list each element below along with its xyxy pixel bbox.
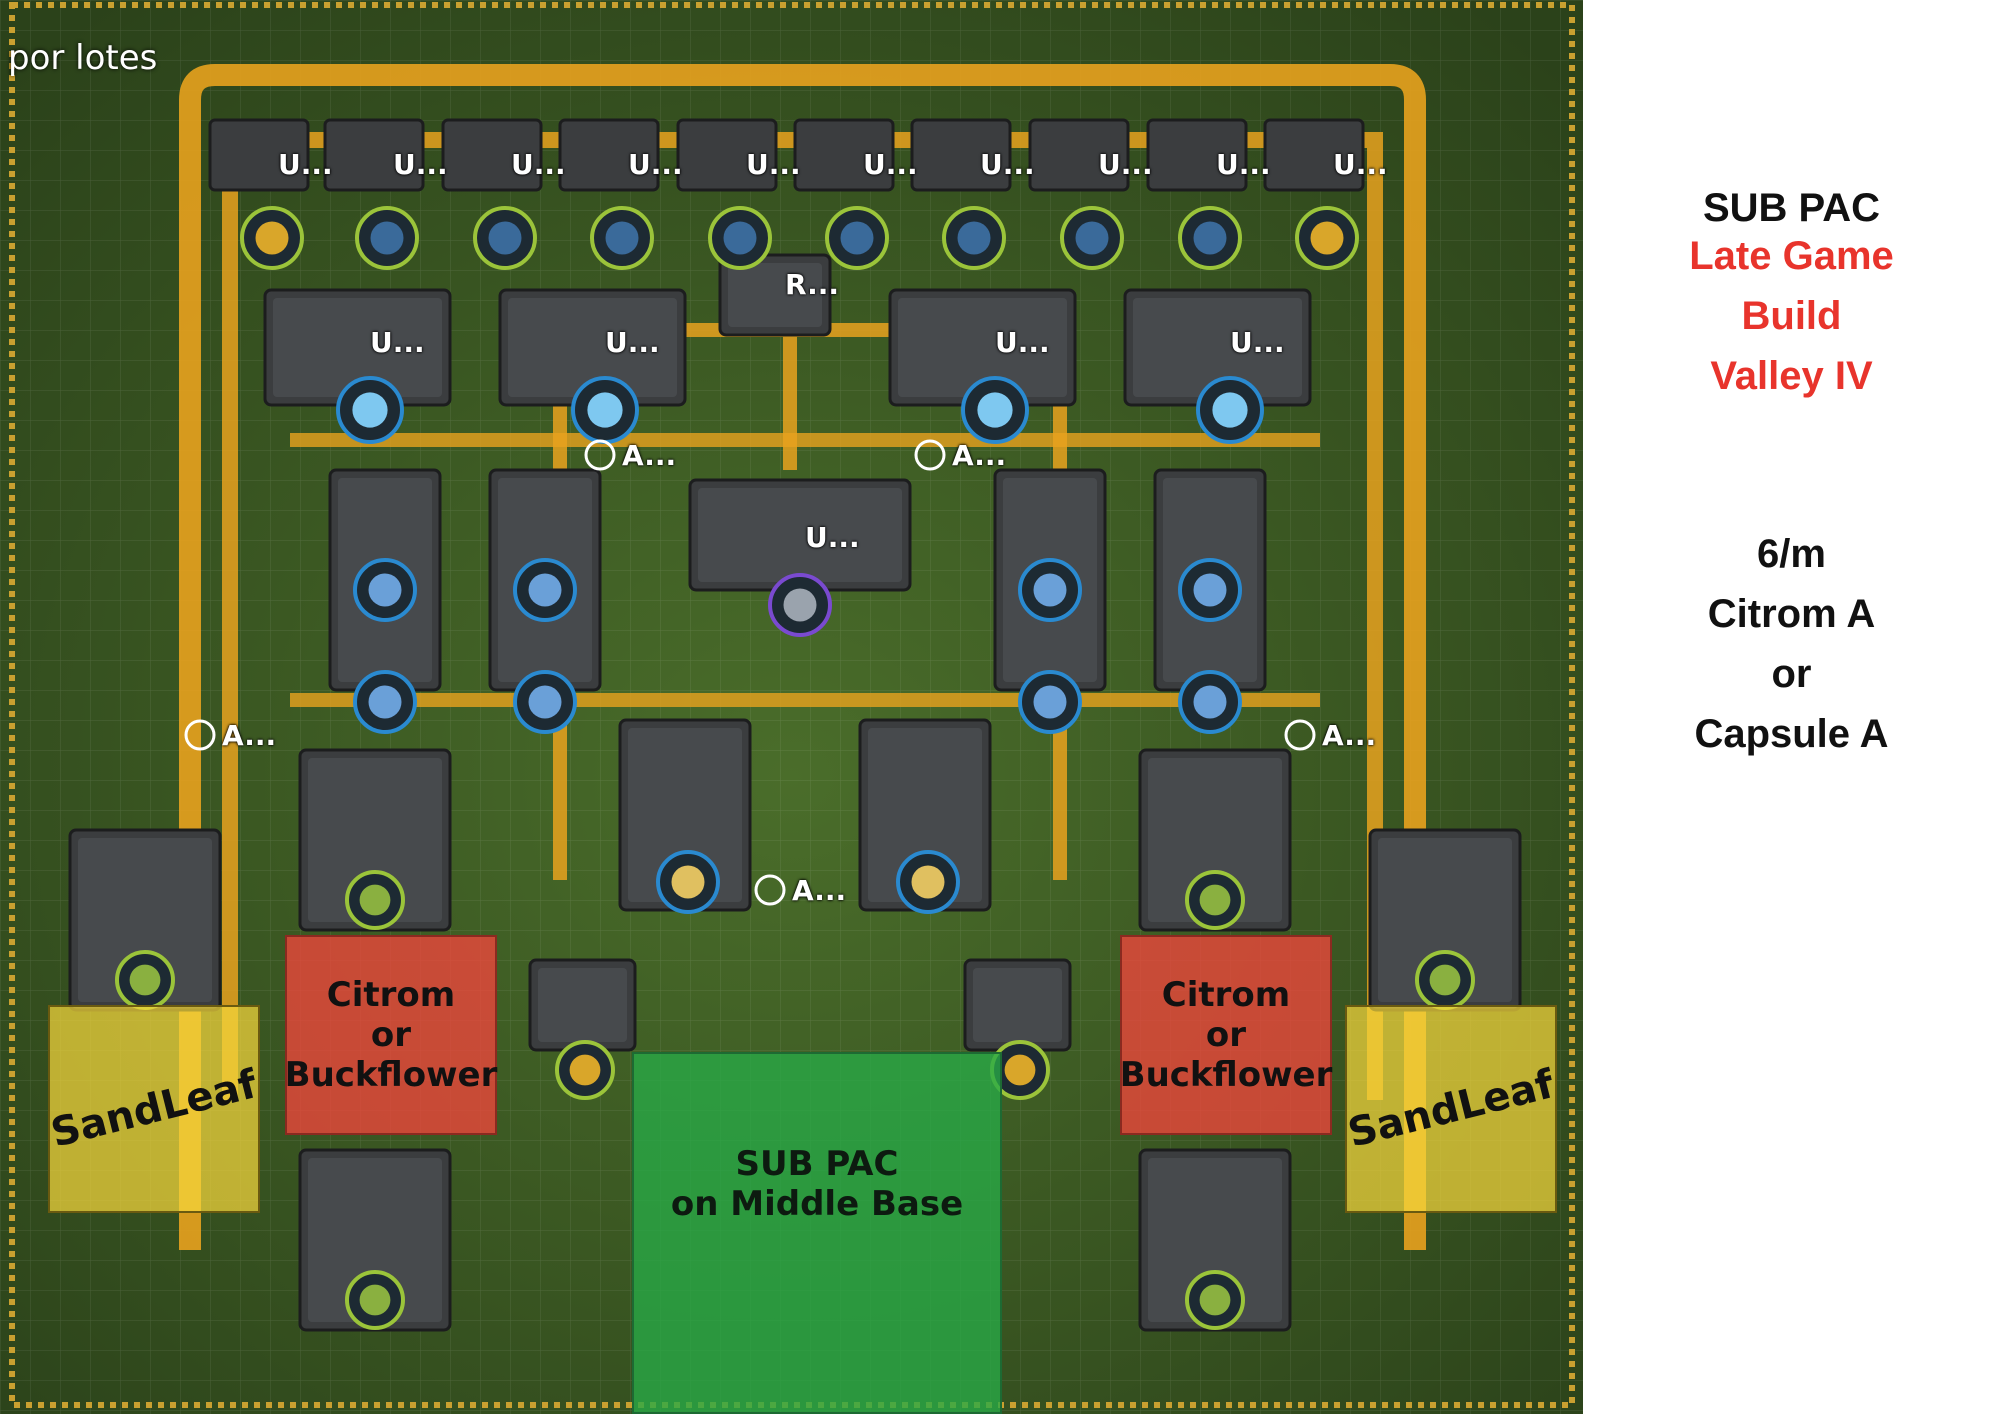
- top-machine-label: U...: [863, 148, 918, 181]
- top-machine[interactable]: [1263, 118, 1365, 192]
- panel-info-line: Citrom A: [1707, 592, 1876, 636]
- center-machine-label: U...: [805, 521, 860, 554]
- antenna-icon[interactable]: [1284, 719, 1316, 751]
- zone-text-line: SUB PAC: [735, 1144, 899, 1184]
- top-machine-label: U...: [1333, 148, 1388, 181]
- panel-info-line: 6/m: [1757, 532, 1826, 576]
- zone-text: SandLeaf: [1343, 1061, 1559, 1157]
- antenna-icon[interactable]: [584, 439, 616, 471]
- top-machine-label: U...: [511, 148, 566, 181]
- left-citrom-zone: Citrom or Buckflower: [285, 935, 497, 1135]
- antenna-icon[interactable]: [914, 439, 946, 471]
- top-machine-label: U...: [278, 148, 333, 181]
- panel-title: SUB PAC: [1702, 186, 1881, 230]
- top-machine-label: U...: [1098, 148, 1153, 181]
- top-machine[interactable]: [676, 118, 778, 192]
- zone-text: SandLeaf: [46, 1061, 262, 1157]
- top-machine-label: U...: [1216, 148, 1271, 181]
- zone-text-line: or: [370, 1015, 412, 1055]
- game-viewport[interactable]: U... U... U... U... U... U... U... U... U... U...…: [0, 0, 1583, 1414]
- press-machine-label: U...: [995, 326, 1050, 359]
- top-machine[interactable]: [910, 118, 1012, 192]
- antenna-label: A...: [222, 719, 277, 752]
- press-machine-label: U...: [370, 326, 425, 359]
- top-machine-label: U...: [393, 148, 448, 181]
- top-machine[interactable]: [441, 118, 543, 192]
- refiner-label: R...: [785, 268, 839, 301]
- top-machine-label: U...: [628, 148, 683, 181]
- top-machine[interactable]: [1028, 118, 1130, 192]
- press-machine-label: U...: [605, 326, 660, 359]
- panel-subtitle-line: Late Game: [1689, 234, 1894, 278]
- top-machine[interactable]: [558, 118, 660, 192]
- top-machine-label: U...: [980, 148, 1035, 181]
- zone-text-line: on Middle Base: [670, 1184, 964, 1224]
- panel-subtitle-line: Build: [1741, 294, 1842, 338]
- right-citrom-zone: Citrom or Buckflower: [1120, 935, 1332, 1135]
- zone-text-line: Buckflower: [1119, 1055, 1333, 1095]
- top-machine[interactable]: [793, 118, 895, 192]
- batch-label: por lotes: [8, 38, 158, 78]
- factory-map[interactable]: [0, 0, 1583, 1414]
- top-machine[interactable]: [323, 118, 425, 192]
- antenna-label: A...: [1322, 719, 1377, 752]
- top-machine-label: U...: [746, 148, 801, 181]
- zone-text-line: Citrom: [326, 975, 456, 1015]
- antenna-label: A...: [622, 439, 677, 472]
- zone-text-line: or: [1205, 1015, 1247, 1055]
- zone-text-line: Citrom: [1161, 975, 1291, 1015]
- antenna-icon[interactable]: [184, 719, 216, 751]
- antenna-label: A...: [952, 439, 1007, 472]
- antenna-icon[interactable]: [754, 874, 786, 906]
- panel-subtitle-line: Valley IV: [1710, 354, 1873, 398]
- info-panel: SUB PAC Late Game Build Valley IV 6/m Ci…: [1583, 0, 2000, 1414]
- zone-text-line: Buckflower: [284, 1055, 498, 1095]
- press-machine-label: U...: [1230, 326, 1285, 359]
- panel-info-line: or: [1771, 652, 1812, 696]
- top-machine[interactable]: [208, 118, 310, 192]
- panel-info-line: Capsule A: [1694, 712, 1889, 756]
- right-sandleaf-zone: SandLeaf: [1343, 1005, 1559, 1213]
- sub-pac-zone: SUB PAC on Middle Base: [632, 1052, 1002, 1414]
- left-sandleaf-zone: SandLeaf: [46, 1005, 262, 1213]
- top-machine[interactable]: [1146, 118, 1248, 192]
- antenna-label: A...: [792, 874, 847, 907]
